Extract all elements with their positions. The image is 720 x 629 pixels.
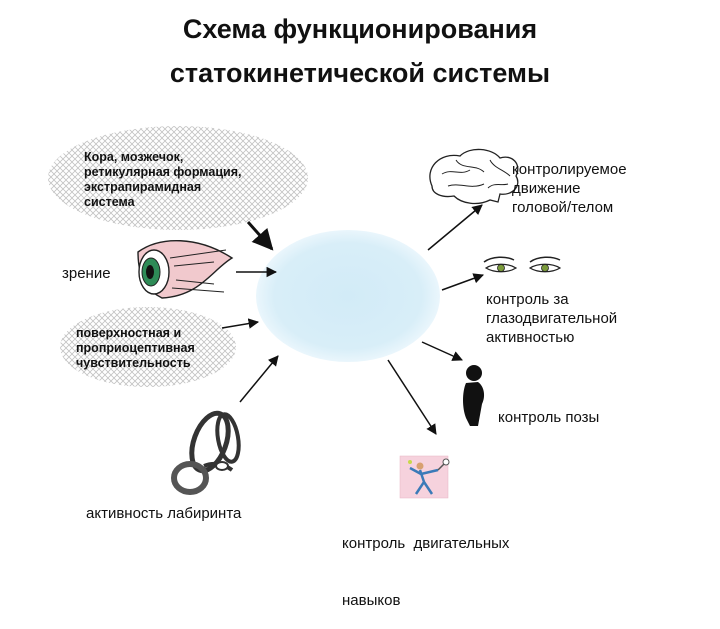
diagram-graphics	[48, 126, 562, 499]
inner-ear-icon	[171, 410, 241, 495]
arrow-proprioception	[221, 318, 260, 329]
standing-figure-icon	[463, 365, 485, 426]
arrow-movement	[427, 204, 483, 251]
skills-label: контроль двигательных навыков	[342, 535, 510, 609]
eyes-icon	[483, 256, 562, 273]
title-line-1: Схема функционирования	[182, 14, 538, 44]
proprioception-hatch-ellipse	[60, 307, 236, 387]
movement-label: контролируемое движение головой/телом	[512, 161, 627, 216]
cortex-label: Кора, мозжечок, ретикулярная формация, э…	[84, 150, 242, 209]
title-line-2: статокинетической системы	[169, 58, 551, 88]
center-circle	[256, 230, 440, 362]
eye-icon	[137, 239, 234, 299]
brain-icon	[429, 148, 519, 205]
posture-label: контроль позы	[498, 409, 600, 426]
arrow-posture	[421, 341, 463, 361]
proprioception-label: поверхностная и проприоцептивная чувстви…	[76, 326, 195, 370]
vision-label: зрение	[62, 265, 111, 282]
labyrinth-label: активность лабиринта	[86, 505, 242, 522]
arrow-eye-control	[441, 273, 484, 291]
arrow-skills	[387, 359, 437, 435]
arrow-cortex	[246, 221, 274, 251]
arrow-labyrinth	[239, 355, 279, 403]
cortex-hatch-ellipse	[48, 126, 308, 230]
eye-control-label: контроль за глазодвигательной активность…	[486, 291, 618, 346]
tennis-player-icon	[399, 455, 450, 499]
